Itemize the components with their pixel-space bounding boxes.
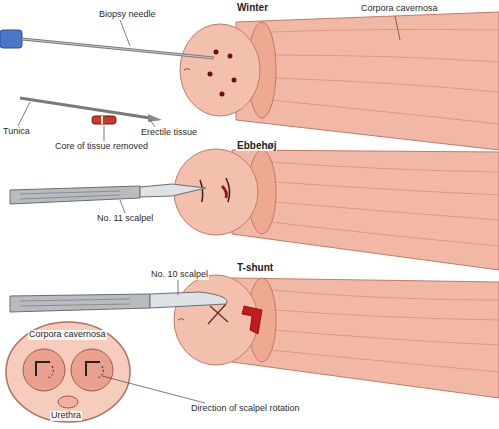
part-label: Erectile tissue: [140, 128, 198, 138]
t-shunt-penis: [174, 275, 499, 398]
panel-title: Winter: [236, 2, 269, 13]
part-label: Core of tissue removed: [54, 142, 149, 152]
no11-scalpel: [10, 184, 206, 204]
leader-lines: [18, 16, 400, 403]
part-label: Biopsy needle: [98, 10, 157, 20]
part-label: Corpora cavernosa: [360, 4, 439, 14]
panel-title: T-shunt: [236, 262, 274, 273]
part-label: Tunica: [2, 127, 31, 137]
no10-scalpel: [10, 292, 227, 312]
part-label: Direction of scalpel rotation: [190, 404, 301, 414]
biopsy-needle: [0, 30, 214, 58]
part-label: No. 11 scalpel: [96, 214, 154, 224]
ebbehoj-penis: [174, 149, 499, 270]
winter-penis: [180, 12, 499, 150]
part-label: Corpora cavernosa: [28, 330, 107, 340]
part-label: No. 10 scalpel: [150, 270, 209, 280]
panel-title: Ebbehøj: [236, 140, 277, 151]
cross-section: [6, 322, 130, 422]
part-label: Urethra: [50, 411, 82, 421]
needle-detail: [20, 98, 162, 124]
